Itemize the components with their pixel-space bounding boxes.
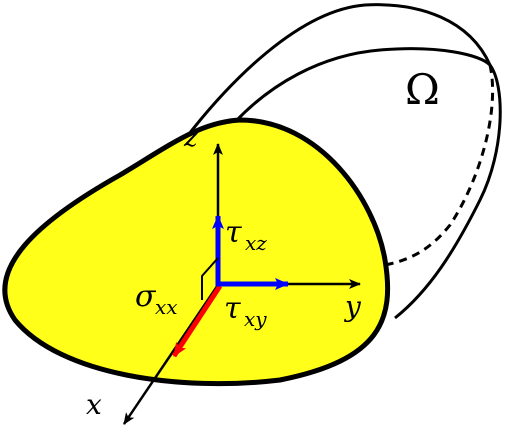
x-axis-label: x <box>86 388 102 421</box>
svg-text:xy: xy <box>244 307 267 331</box>
svg-text:τ: τ <box>224 291 241 326</box>
omega-label: Ω <box>405 65 440 114</box>
x-axis <box>122 281 222 425</box>
z-axis-label: z <box>183 123 198 153</box>
svg-text:τ: τ <box>225 215 242 250</box>
tau-xz-label: τ xz <box>225 215 267 255</box>
body-hidden-edge <box>384 64 495 267</box>
y-axis-label: y <box>343 290 362 323</box>
cross-section <box>2 117 391 387</box>
tau-xy-label: τ xy <box>224 291 267 331</box>
body-outline-inner <box>233 47 492 124</box>
body-outline-right <box>394 64 502 320</box>
svg-text:σ: σ <box>135 279 157 314</box>
body-outline-upper <box>180 3 492 144</box>
svg-text:xx: xx <box>155 295 178 319</box>
svg-text:xz: xz <box>245 231 267 255</box>
normal-stress-arrow <box>171 284 223 358</box>
origin-corner-marker <box>201 257 219 300</box>
sigma-xx-label: σ xx <box>135 279 178 319</box>
